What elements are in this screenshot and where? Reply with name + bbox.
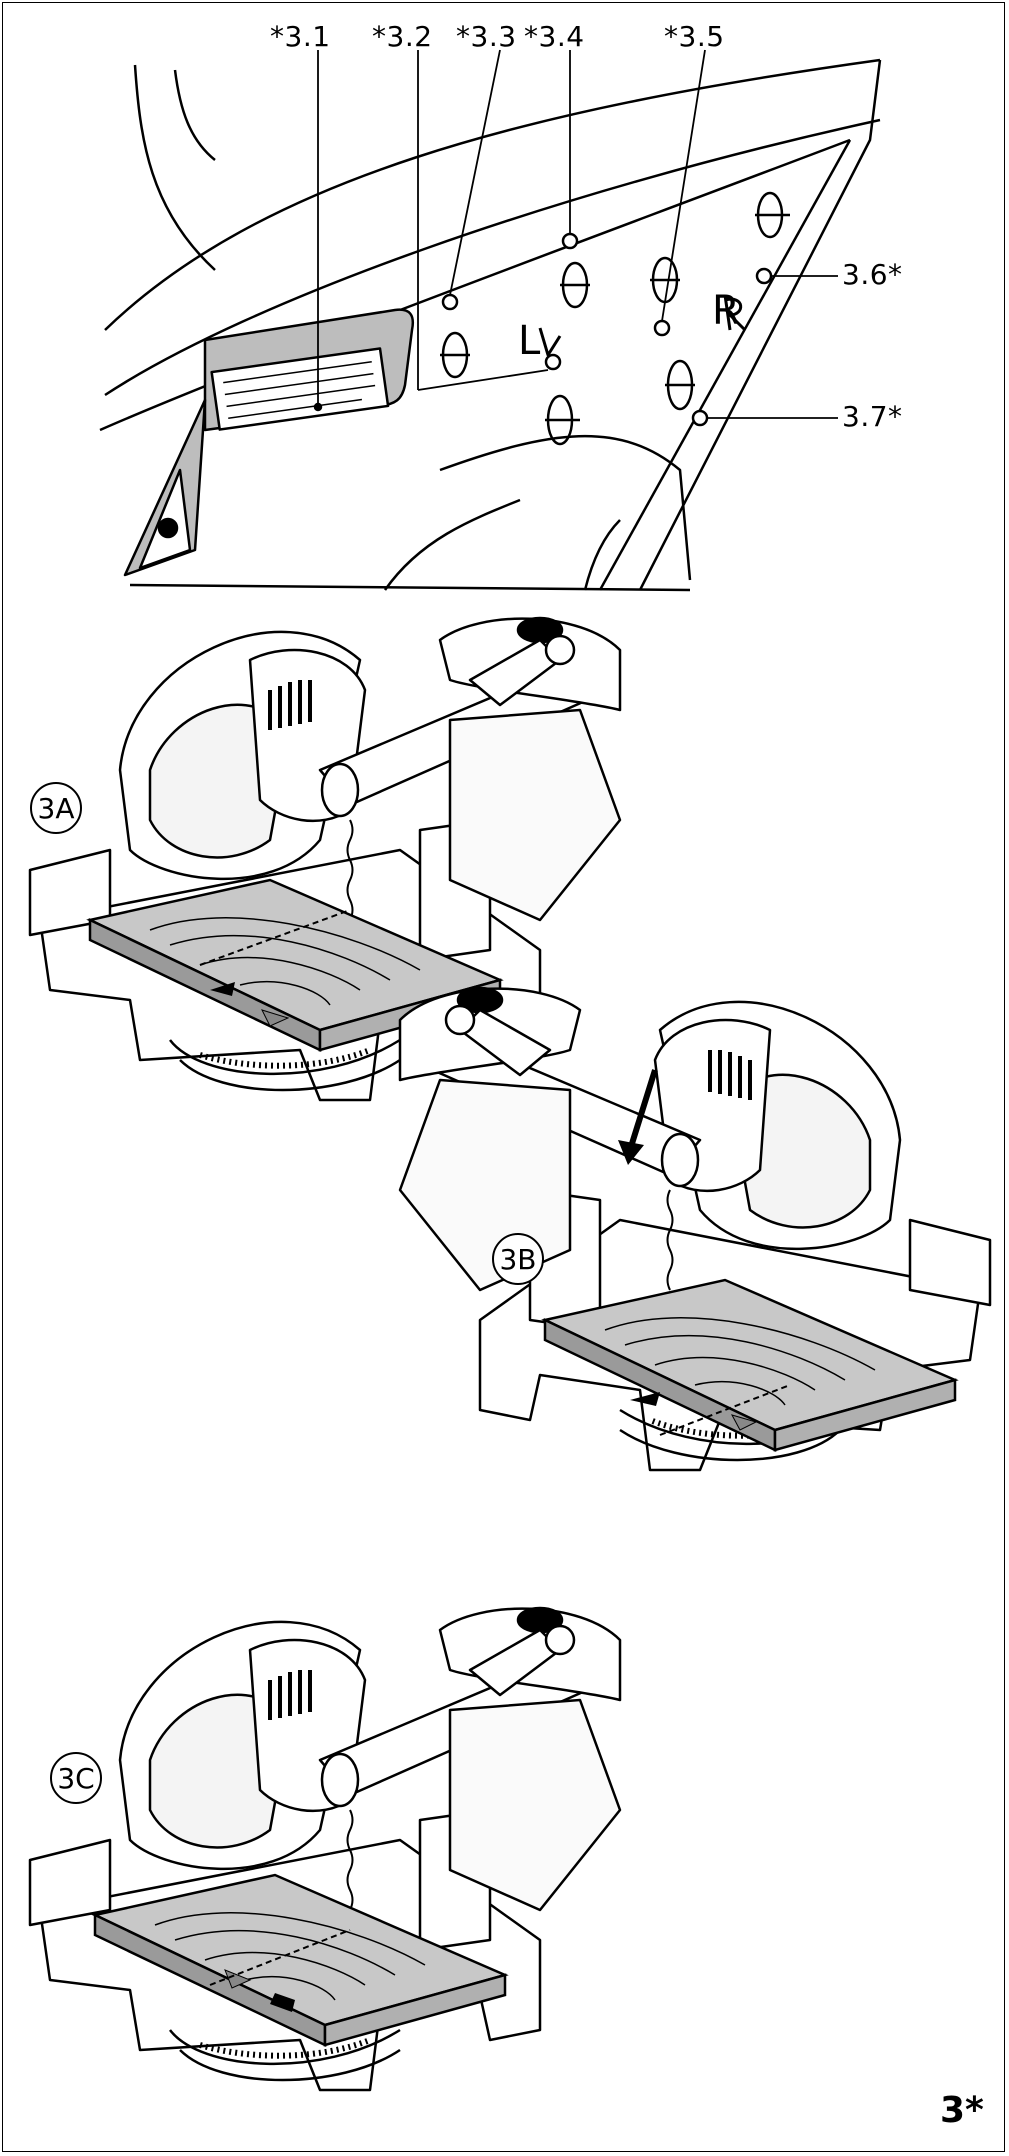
control-panel-illustration xyxy=(99,49,882,592)
figure-label-3a: 3A xyxy=(30,782,82,834)
page-number: 3* xyxy=(940,2090,984,2131)
callout-3-7: 3.7* xyxy=(842,400,903,433)
callout-3-6: 3.6* xyxy=(842,258,903,291)
callout-3-3: *3.3 xyxy=(456,20,517,53)
callout-3-1: *3.1 xyxy=(270,20,331,53)
callout-3-4: *3.4 xyxy=(524,20,585,53)
panel-letter-left: L xyxy=(518,318,541,364)
saw-illustration-3c xyxy=(30,1608,620,2090)
callout-3-5: *3.5 xyxy=(664,20,725,53)
saw-illustration-3b xyxy=(400,988,990,1470)
saw-illustration-3a xyxy=(30,618,620,1100)
figure-label-3c: 3C xyxy=(50,1752,102,1804)
figure-label-3b: 3B xyxy=(492,1233,544,1285)
panel-letter-right: R xyxy=(712,288,741,334)
callout-3-2: *3.2 xyxy=(372,20,433,53)
